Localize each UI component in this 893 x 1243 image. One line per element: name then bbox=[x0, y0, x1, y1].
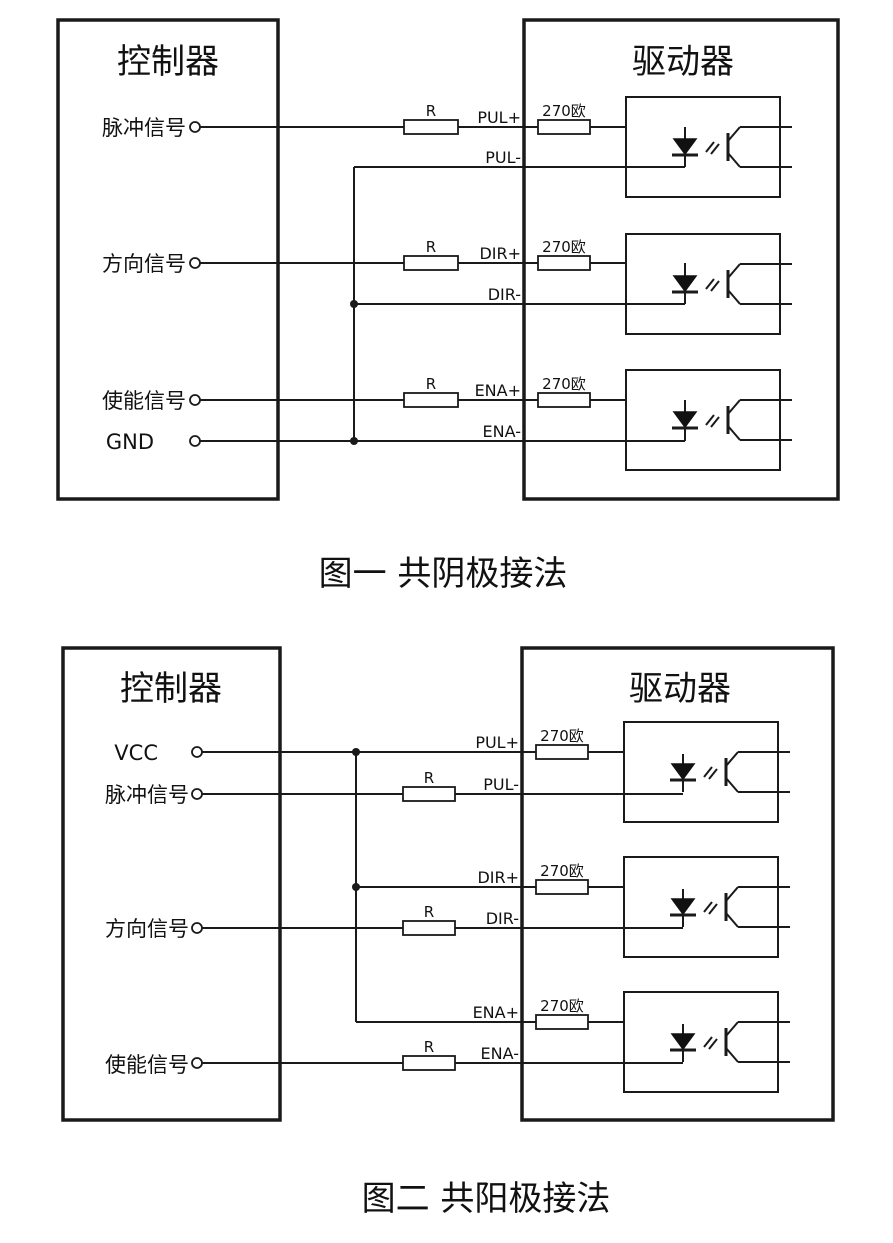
pin-pul-plus-2: PUL+ bbox=[475, 733, 519, 752]
caption-1: 图一 共阴极接法 bbox=[319, 554, 568, 594]
pin-ena-plus-2: ENA+ bbox=[473, 1003, 519, 1022]
pin-ena-minus-1: ENA- bbox=[483, 422, 521, 441]
pin-dir-plus-2: DIR+ bbox=[477, 868, 519, 887]
driver-box-2 bbox=[520, 646, 835, 1122]
resistor-r-ena-1 bbox=[403, 392, 459, 408]
resistor-r-dir-2 bbox=[402, 920, 456, 936]
internal-resistor-label: 270欧 bbox=[542, 102, 586, 120]
junction-dot bbox=[352, 883, 360, 891]
caption-2: 图二 共阳极接法 bbox=[362, 1179, 611, 1219]
resistor-label: R bbox=[426, 102, 436, 120]
terminal-enable-1 bbox=[189, 394, 201, 406]
terminal-enable-2 bbox=[191, 1057, 203, 1069]
resistor-270-dir-1 bbox=[537, 255, 591, 271]
junction-dot bbox=[350, 300, 358, 308]
pin-dir-plus-1: DIR+ bbox=[479, 244, 521, 263]
pin-pul-minus-1: PUL- bbox=[485, 148, 521, 167]
resistor-r-dir-1 bbox=[403, 255, 459, 271]
junction-dot bbox=[350, 437, 358, 445]
terminal-gnd-1 bbox=[189, 435, 201, 447]
resistor-label: R bbox=[424, 769, 434, 787]
diagram-common-cathode: 控制器 驱动器 脉冲信号 方向信号 使能信号 GND bbox=[56, 18, 840, 594]
optocoupler-ena-1 bbox=[624, 368, 794, 472]
signal-gnd-1: GND bbox=[106, 430, 154, 454]
optocoupler-dir-2 bbox=[622, 855, 792, 959]
pin-pul-plus-1: PUL+ bbox=[477, 108, 521, 127]
terminal-pulse-1 bbox=[189, 121, 201, 133]
resistor-r-ena-2 bbox=[402, 1055, 456, 1071]
internal-resistor-label: 270欧 bbox=[542, 238, 586, 256]
signal-pulse-2: 脉冲信号 bbox=[105, 783, 189, 807]
signal-enable-2: 使能信号 bbox=[105, 1053, 189, 1077]
resistor-label: R bbox=[424, 903, 434, 921]
diagram-common-anode: 控制器 驱动器 VCC 脉冲信号 方向信号 使能信号 R R R PUL+ PU… bbox=[61, 646, 835, 1219]
pin-dir-minus-2: DIR- bbox=[486, 909, 519, 928]
pin-ena-minus-2: ENA- bbox=[481, 1044, 519, 1063]
signal-direction-1: 方向信号 bbox=[102, 252, 186, 276]
internal-resistor-label: 270欧 bbox=[542, 375, 586, 393]
terminal-direction-2 bbox=[191, 922, 203, 934]
driver-title-1: 驱动器 bbox=[632, 42, 734, 82]
resistor-270-pul-2 bbox=[535, 744, 589, 760]
terminal-pulse-2 bbox=[191, 788, 203, 800]
internal-resistor-label: 270欧 bbox=[540, 997, 584, 1015]
controller-title-1: 控制器 bbox=[117, 42, 219, 82]
pin-ena-plus-1: ENA+ bbox=[475, 381, 521, 400]
junction-dot bbox=[352, 748, 360, 756]
pin-pul-minus-2: PUL- bbox=[483, 775, 519, 794]
internal-resistor-label: 270欧 bbox=[540, 727, 584, 745]
optocoupler-pul-2 bbox=[622, 720, 792, 824]
optocoupler-dir-1 bbox=[624, 232, 794, 336]
signal-enable-1: 使能信号 bbox=[102, 389, 186, 413]
resistor-r-pul-2 bbox=[402, 786, 456, 802]
resistor-270-pul-1 bbox=[537, 119, 591, 135]
optocoupler-ena-2 bbox=[622, 990, 792, 1094]
driver-title-2: 驱动器 bbox=[629, 669, 731, 709]
signal-direction-2: 方向信号 bbox=[105, 917, 189, 941]
controller-title-2: 控制器 bbox=[120, 669, 222, 709]
controller-box-1 bbox=[56, 18, 280, 501]
controller-box-2 bbox=[61, 646, 282, 1122]
terminal-vcc-2 bbox=[191, 746, 203, 758]
resistor-label: R bbox=[424, 1038, 434, 1056]
resistor-270-dir-2 bbox=[535, 879, 589, 895]
pin-dir-minus-1: DIR- bbox=[488, 285, 521, 304]
terminal-direction-1 bbox=[189, 257, 201, 269]
resistor-270-ena-2 bbox=[535, 1014, 589, 1030]
optocoupler-pul-1 bbox=[624, 95, 794, 199]
resistor-270-ena-1 bbox=[537, 392, 591, 408]
driver-box-1 bbox=[522, 18, 840, 501]
signal-vcc-2: VCC bbox=[114, 741, 158, 765]
resistor-r-pul-1 bbox=[403, 119, 459, 135]
signal-pulse-1: 脉冲信号 bbox=[102, 116, 186, 140]
resistor-label: R bbox=[426, 238, 436, 256]
internal-resistor-label: 270欧 bbox=[540, 862, 584, 880]
resistor-label: R bbox=[426, 375, 436, 393]
